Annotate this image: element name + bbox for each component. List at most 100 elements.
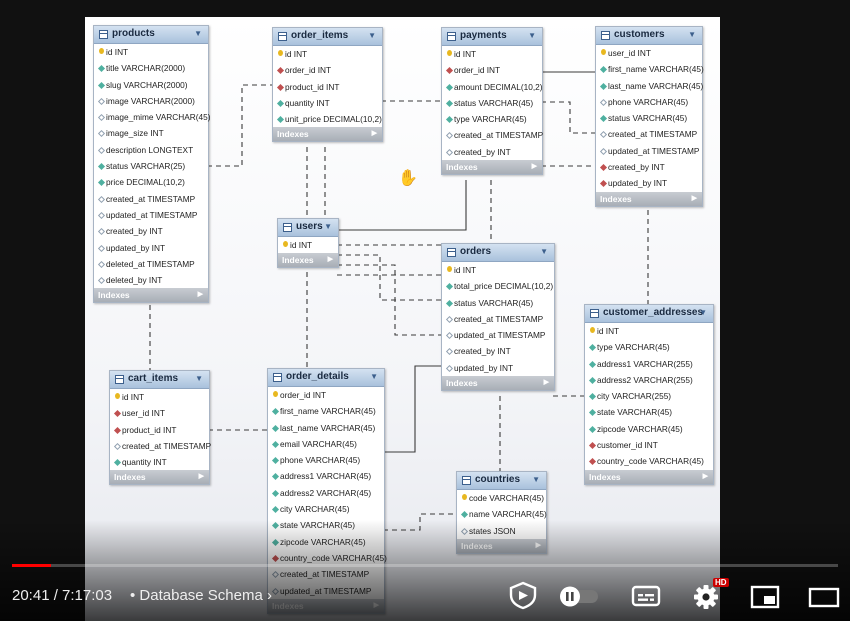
table-header[interactable]: cart_items▼ xyxy=(110,371,209,389)
table-header[interactable]: order_details▼ xyxy=(268,369,384,387)
indexes-section[interactable]: Indexes▶ xyxy=(442,160,542,175)
column-row[interactable]: email VARCHAR(45) xyxy=(268,436,384,452)
column-row[interactable]: updated_at TIMESTAMP xyxy=(596,143,702,159)
table-header[interactable]: users▼ xyxy=(278,219,338,237)
column-row[interactable]: order_id INT xyxy=(273,62,382,78)
column-row[interactable]: created_by INT xyxy=(94,223,208,239)
column-row[interactable]: id INT xyxy=(442,46,542,62)
settings-gear-icon[interactable] xyxy=(688,580,724,610)
collapse-arrow-icon[interactable]: ▼ xyxy=(699,308,707,317)
column-row[interactable]: first_name VARCHAR(45) xyxy=(268,403,384,419)
indexes-section[interactable]: Indexes▶ xyxy=(278,253,338,268)
column-row[interactable]: image VARCHAR(2000) xyxy=(94,93,208,109)
column-row[interactable]: updated_at TIMESTAMP xyxy=(442,327,554,343)
column-row[interactable]: created_at TIMESTAMP xyxy=(442,127,543,143)
column-row[interactable]: customer_id INT xyxy=(585,437,713,453)
column-row[interactable]: user_id INT xyxy=(110,405,209,421)
column-row[interactable]: quantity INT xyxy=(110,454,209,470)
column-row[interactable]: updated_by INT xyxy=(94,240,208,256)
autoplay-toggle[interactable] xyxy=(556,580,602,610)
column-row[interactable]: id INT xyxy=(273,46,382,62)
collapse-arrow-icon[interactable]: ▼ xyxy=(368,31,376,40)
table-header[interactable]: customers▼ xyxy=(596,27,702,45)
column-row[interactable]: amount DECIMAL(10,2) xyxy=(442,79,543,95)
column-row[interactable]: order_id INT xyxy=(268,387,384,403)
column-row[interactable]: created_at TIMESTAMP xyxy=(596,126,702,142)
collapse-arrow-icon[interactable]: ▼ xyxy=(194,29,202,38)
collapse-arrow-icon[interactable]: ▼ xyxy=(532,475,540,484)
column-row[interactable]: status VARCHAR(25) xyxy=(94,158,208,174)
table-header[interactable]: payments▼ xyxy=(442,28,542,46)
column-row[interactable]: city VARCHAR(255) xyxy=(585,388,713,404)
column-row[interactable]: id INT xyxy=(442,262,554,278)
column-row[interactable]: created_by INT xyxy=(596,159,702,175)
column-row[interactable]: type VARCHAR(45) xyxy=(585,339,713,355)
column-row[interactable]: created_by INT xyxy=(442,343,554,359)
column-row[interactable]: user_id INT xyxy=(596,45,702,61)
theater-mode-icon[interactable] xyxy=(806,580,842,610)
column-row[interactable]: status VARCHAR(45) xyxy=(442,95,542,111)
column-row[interactable]: id INT xyxy=(278,237,338,253)
indexes-section[interactable]: Indexes▶ xyxy=(585,469,713,484)
column-row[interactable]: total_price DECIMAL(10,2) xyxy=(442,278,554,294)
column-row[interactable]: updated_by INT xyxy=(442,360,554,376)
column-row[interactable]: created_at TIMESTAMP xyxy=(442,311,554,327)
column-row[interactable]: code VARCHAR(45) xyxy=(457,490,546,506)
column-row[interactable]: updated_by INT xyxy=(596,175,702,191)
column-row[interactable]: created_at TIMESTAMP xyxy=(110,438,211,454)
column-row[interactable]: title VARCHAR(2000) xyxy=(94,60,208,76)
collapse-arrow-icon[interactable]: ▼ xyxy=(324,222,332,231)
column-row[interactable]: last_name VARCHAR(45) xyxy=(268,420,384,436)
column-row[interactable]: last_name VARCHAR(45) xyxy=(596,78,703,94)
column-row[interactable]: address1 VARCHAR(45) xyxy=(268,468,384,484)
column-row[interactable]: created_at TIMESTAMP xyxy=(94,191,208,207)
column-row[interactable]: product_id INT xyxy=(273,79,382,95)
table-header[interactable]: products▼ xyxy=(94,26,208,44)
column-row[interactable]: address1 VARCHAR(255) xyxy=(585,356,713,372)
miniplayer-icon[interactable] xyxy=(747,580,783,610)
column-row[interactable]: unit_price DECIMAL(10,2) xyxy=(273,111,382,127)
column-row[interactable]: deleted_at TIMESTAMP xyxy=(94,256,208,272)
column-row[interactable]: phone VARCHAR(45) xyxy=(268,452,384,468)
column-row[interactable]: deleted_by INT xyxy=(94,272,208,288)
column-row[interactable]: first_name VARCHAR(45) xyxy=(596,61,704,77)
column-row[interactable]: id INT xyxy=(94,44,208,60)
column-row[interactable]: id INT xyxy=(585,323,713,339)
column-row[interactable]: type VARCHAR(45) xyxy=(442,111,542,127)
column-row[interactable]: country_code VARCHAR(45) xyxy=(585,453,713,469)
table-header[interactable]: countries▼ xyxy=(457,472,546,490)
table-header[interactable]: orders▼ xyxy=(442,244,554,262)
column-row[interactable]: zipcode VARCHAR(45) xyxy=(585,421,713,437)
progress-bar[interactable] xyxy=(12,564,838,567)
column-row[interactable]: quantity INT xyxy=(273,95,382,111)
collapse-arrow-icon[interactable]: ▼ xyxy=(540,247,548,256)
column-row[interactable]: status VARCHAR(45) xyxy=(442,295,554,311)
column-row[interactable]: description LONGTEXT xyxy=(94,142,208,158)
table-header[interactable]: order_items▼ xyxy=(273,28,382,46)
column-row[interactable]: updated_at TIMESTAMP xyxy=(94,207,208,223)
column-row[interactable]: price DECIMAL(10,2) xyxy=(94,174,208,190)
indexes-section[interactable]: Indexes▶ xyxy=(596,191,702,206)
column-row[interactable]: city VARCHAR(45) xyxy=(268,501,384,517)
shield-icon[interactable] xyxy=(505,580,541,610)
column-row[interactable]: created_by INT xyxy=(442,144,542,160)
column-row[interactable]: image_size INT xyxy=(94,125,208,141)
indexes-section[interactable]: Indexes▶ xyxy=(442,376,554,391)
column-row[interactable]: address2 VARCHAR(255) xyxy=(585,372,713,388)
column-row[interactable]: phone VARCHAR(45) xyxy=(596,94,702,110)
column-row[interactable]: status VARCHAR(45) xyxy=(596,110,702,126)
column-row[interactable]: image_mime VARCHAR(45) xyxy=(94,109,211,125)
chapter-title[interactable]: • Database Schema › xyxy=(130,587,272,604)
collapse-arrow-icon[interactable]: ▼ xyxy=(370,372,378,381)
collapse-arrow-icon[interactable]: ▼ xyxy=(528,31,536,40)
column-row[interactable]: name VARCHAR(45) xyxy=(457,506,547,522)
column-row[interactable]: state VARCHAR(45) xyxy=(585,404,713,420)
collapse-arrow-icon[interactable]: ▼ xyxy=(195,374,203,383)
